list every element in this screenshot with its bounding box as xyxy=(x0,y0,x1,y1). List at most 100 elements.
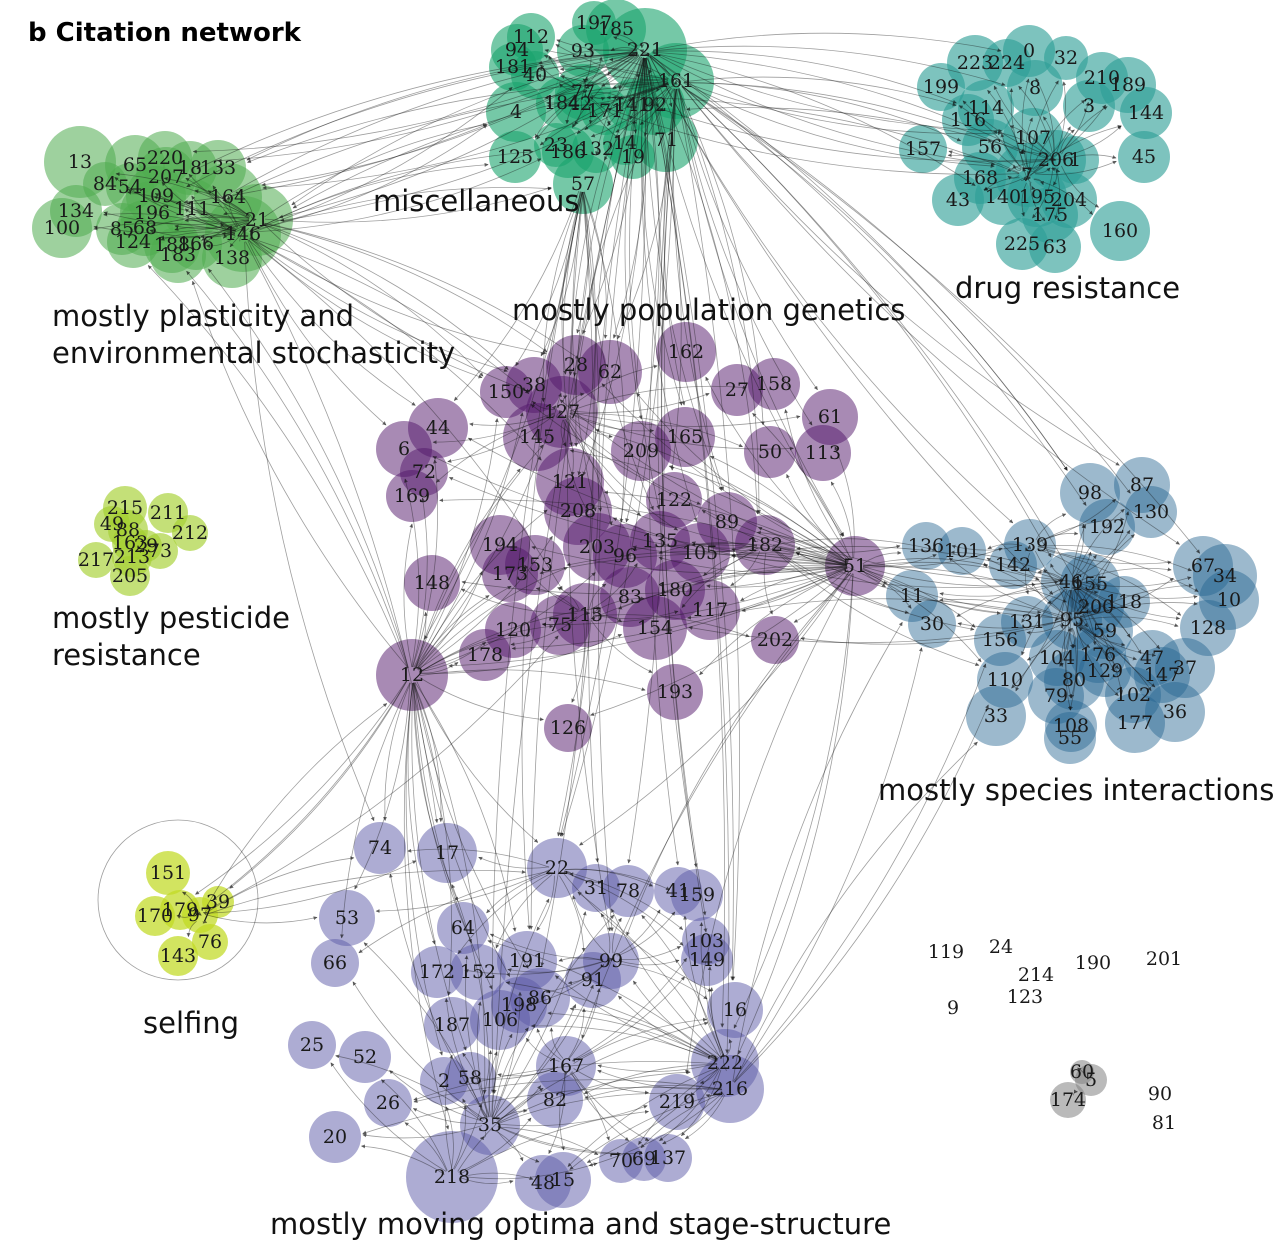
node-15[interactable] xyxy=(535,1152,591,1208)
node-78[interactable] xyxy=(602,865,654,917)
node-126[interactable] xyxy=(544,704,592,752)
node-66[interactable] xyxy=(311,939,359,987)
node-108[interactable] xyxy=(1045,700,1097,752)
node-102[interactable] xyxy=(1105,667,1161,723)
node-93[interactable] xyxy=(557,25,609,77)
node-172[interactable] xyxy=(411,946,463,998)
edge-167-149 xyxy=(572,976,685,1062)
node-53[interactable] xyxy=(319,890,375,946)
node-5[interactable] xyxy=(1075,1064,1107,1096)
node-43[interactable] xyxy=(932,174,984,226)
node-209[interactable] xyxy=(611,421,671,481)
node-200[interactable] xyxy=(1068,579,1124,635)
node-51[interactable] xyxy=(825,536,885,596)
node-59[interactable] xyxy=(1077,603,1133,659)
node-173[interactable] xyxy=(482,546,538,602)
node-19[interactable] xyxy=(611,135,655,179)
node-113[interactable] xyxy=(795,425,851,481)
node-1[interactable] xyxy=(1051,136,1099,184)
node-36[interactable] xyxy=(1145,682,1205,742)
node-74[interactable] xyxy=(354,822,406,874)
node-98[interactable] xyxy=(1060,463,1120,523)
node-76[interactable] xyxy=(192,924,228,960)
node-125[interactable] xyxy=(489,131,541,183)
node-149[interactable] xyxy=(681,934,733,986)
node-106[interactable] xyxy=(470,990,530,1050)
node-25[interactable] xyxy=(288,1021,336,1069)
node-177[interactable] xyxy=(1105,693,1165,753)
node-156[interactable] xyxy=(974,614,1026,666)
node-155[interactable] xyxy=(1060,554,1120,614)
node-138[interactable] xyxy=(202,228,262,288)
node-144[interactable] xyxy=(1120,87,1172,139)
node-12[interactable] xyxy=(376,639,448,711)
node-160[interactable] xyxy=(1090,201,1150,261)
node-33[interactable] xyxy=(966,686,1026,746)
edge-97-143 xyxy=(186,920,197,938)
node-182[interactable] xyxy=(735,515,795,575)
node-110[interactable] xyxy=(977,652,1033,708)
node-4[interactable] xyxy=(486,82,546,142)
node-30[interactable] xyxy=(908,600,956,648)
node-57[interactable] xyxy=(553,154,613,214)
node-47[interactable] xyxy=(1124,630,1180,686)
node-75[interactable] xyxy=(530,595,590,655)
node-80[interactable] xyxy=(1044,650,1104,710)
node-62[interactable] xyxy=(578,340,642,404)
node-17[interactable] xyxy=(417,823,477,883)
node-55[interactable] xyxy=(1044,712,1096,764)
node-64[interactable] xyxy=(437,902,489,954)
node-158[interactable] xyxy=(748,358,800,410)
node-169[interactable] xyxy=(386,470,438,522)
node-137[interactable] xyxy=(644,1134,692,1182)
node-178[interactable] xyxy=(459,629,511,681)
node-45[interactable] xyxy=(1118,131,1170,183)
node-131[interactable] xyxy=(1001,596,1053,648)
node-129[interactable] xyxy=(1079,645,1131,697)
node-8[interactable] xyxy=(1007,60,1063,116)
node-63[interactable] xyxy=(1029,221,1081,273)
node-162[interactable] xyxy=(656,322,716,382)
node-46[interactable] xyxy=(1041,552,1101,612)
node-100[interactable] xyxy=(32,198,92,258)
edge-12-75 xyxy=(419,633,531,673)
node-157[interactable] xyxy=(899,125,947,173)
node-118[interactable] xyxy=(1098,576,1150,628)
node-151[interactable] xyxy=(146,851,190,895)
node-202[interactable] xyxy=(751,616,799,664)
node-67[interactable] xyxy=(1173,536,1233,596)
node-219[interactable] xyxy=(649,1074,705,1130)
node-159[interactable] xyxy=(671,869,723,921)
node-22[interactable] xyxy=(527,838,587,898)
node-91[interactable] xyxy=(565,952,621,1008)
node-136[interactable] xyxy=(902,522,950,570)
node-104[interactable] xyxy=(1029,630,1085,686)
node-205[interactable] xyxy=(110,556,150,596)
node-143[interactable] xyxy=(158,936,198,976)
node-101[interactable] xyxy=(938,527,986,575)
node-148[interactable] xyxy=(404,555,460,611)
node-154[interactable] xyxy=(623,596,687,660)
node-37[interactable] xyxy=(1155,638,1215,698)
node-20[interactable] xyxy=(309,1111,361,1163)
node-212[interactable] xyxy=(172,515,208,551)
node-50[interactable] xyxy=(744,426,796,478)
node-192[interactable] xyxy=(1079,499,1135,555)
node-11[interactable] xyxy=(886,570,938,622)
node-183[interactable] xyxy=(150,227,206,283)
node-34[interactable] xyxy=(1193,544,1257,608)
node-130[interactable] xyxy=(1125,486,1177,538)
node-10[interactable] xyxy=(1199,570,1259,630)
node-82[interactable] xyxy=(527,1072,583,1128)
node-26[interactable] xyxy=(364,1079,412,1127)
node-193[interactable] xyxy=(647,664,703,720)
node-218[interactable] xyxy=(406,1131,498,1223)
node-142[interactable] xyxy=(989,541,1037,589)
node-216[interactable] xyxy=(696,1055,764,1123)
node-187[interactable] xyxy=(424,997,480,1053)
node-128[interactable] xyxy=(1180,600,1236,656)
node-87[interactable] xyxy=(1114,457,1170,513)
node-117[interactable] xyxy=(680,580,740,640)
node-52[interactable] xyxy=(339,1031,391,1083)
node-217[interactable] xyxy=(78,542,114,578)
